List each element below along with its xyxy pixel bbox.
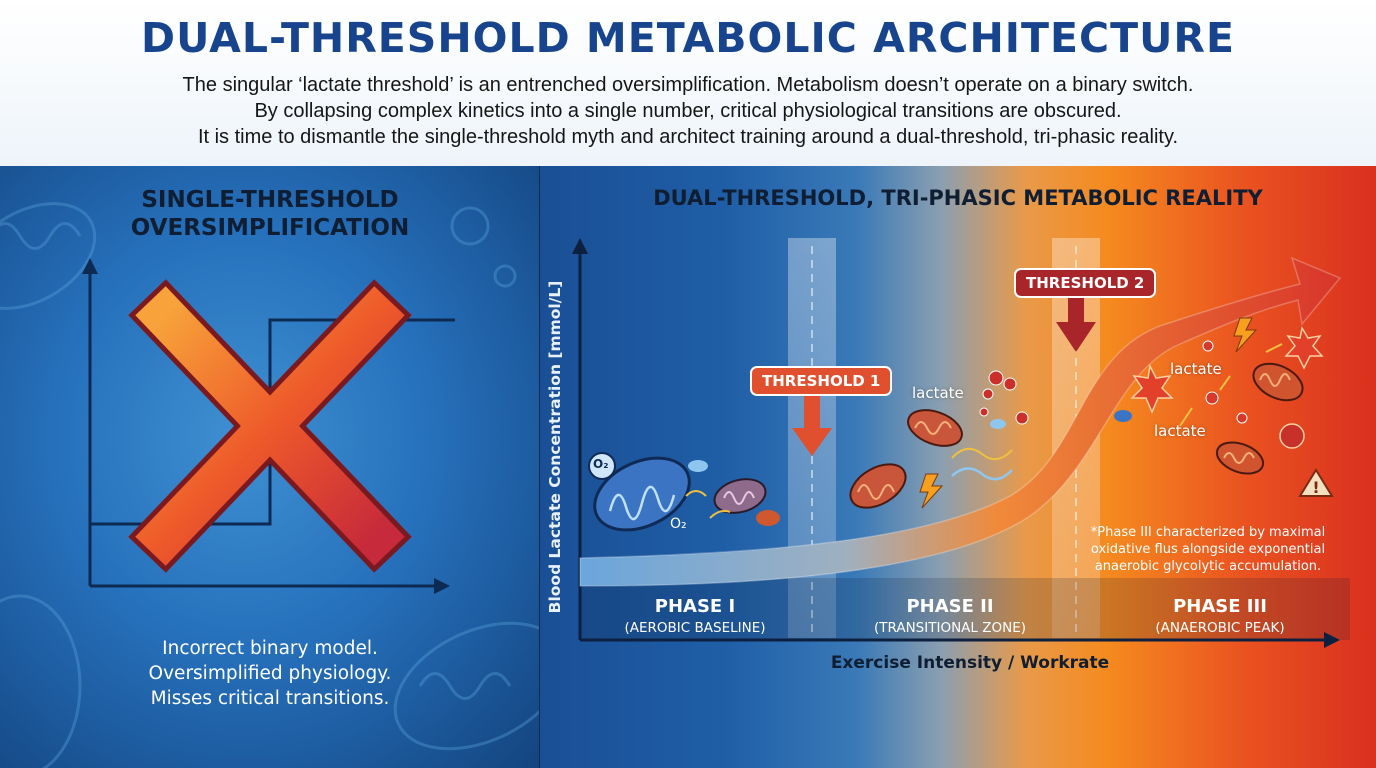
left-x-axis-arrow bbox=[434, 578, 450, 594]
incorrect-x-mark bbox=[128, 279, 412, 573]
right-x-axis-arrow bbox=[1324, 632, 1340, 648]
mitochondrion-icon bbox=[593, 456, 691, 532]
x-axis-label: Exercise Intensity / Workrate bbox=[830, 653, 1110, 673]
left-y-axis-arrow bbox=[82, 258, 98, 274]
lactate-label-3: lactate bbox=[1154, 422, 1206, 440]
cell-blob-icon bbox=[756, 510, 780, 526]
cell-blob-icon bbox=[688, 460, 708, 472]
threshold-1-arrow bbox=[792, 396, 832, 456]
phase-1-name: PHASE I bbox=[654, 596, 736, 617]
mitochondrion-icon bbox=[1252, 362, 1304, 402]
flux-arrows bbox=[685, 343, 1283, 519]
phase-band bbox=[580, 578, 1350, 640]
dual-threshold-panel: DUAL-THRESHOLD, TRI-PHASIC METABOLIC REA… bbox=[540, 166, 1376, 768]
mitochondrion-icon bbox=[1215, 441, 1265, 475]
caption-line-3: Misses critical transitions. bbox=[150, 688, 390, 709]
left-panel-caption: Incorrect binary model. Oversimplified p… bbox=[70, 636, 470, 711]
phase-3-desc: (ANAEROBIC PEAK) bbox=[1155, 620, 1285, 636]
header-banner: DUAL-THRESHOLD METABOLIC ARCHITECTURE Th… bbox=[0, 0, 1376, 166]
right-y-axis-arrow bbox=[572, 238, 588, 254]
o2-label-2: O₂ bbox=[670, 516, 687, 532]
binary-step-graph bbox=[82, 258, 455, 594]
phase-2-desc: (TRANSITIONAL ZONE) bbox=[873, 620, 1026, 636]
flux-arrows bbox=[951, 467, 1013, 481]
caption-line-1: Incorrect binary model. bbox=[162, 638, 378, 659]
phase-3-name: PHASE III bbox=[1173, 596, 1267, 617]
cell-blob-icon bbox=[1114, 410, 1132, 422]
o2-label-1: O₂ bbox=[593, 457, 609, 471]
molecule-cluster-icon bbox=[979, 370, 1029, 425]
left-heading-line-1: SINGLE-THRESHOLD bbox=[141, 187, 399, 213]
burst-icon bbox=[1130, 325, 1324, 449]
right-panel-heading: DUAL-THRESHOLD, TRI-PHASIC METABOLIC REA… bbox=[653, 186, 1263, 210]
warning-icon: ! bbox=[1298, 468, 1334, 497]
lactate-label-2: lactate bbox=[1170, 360, 1222, 378]
svg-text:!: ! bbox=[1312, 478, 1319, 497]
footnote-line-2: oxidative flus alongside exponential bbox=[1090, 542, 1326, 557]
footnote-line-3: anaerobic glycolytic accumulation. bbox=[1094, 559, 1322, 574]
subtitle-line-1: The singular ‘lactate threshold’ is an e… bbox=[182, 74, 1194, 96]
y-axis-label: Blood Lactate Concentration [mmol/L] bbox=[546, 280, 564, 614]
lactate-label-1: lactate bbox=[912, 384, 964, 402]
subtitle-line-2: By collapsing complex kinetics into a si… bbox=[254, 100, 1122, 122]
phase-iii-footnote: *Phase III characterized by maximal oxid… bbox=[1088, 524, 1328, 575]
mitochondrion-icon bbox=[849, 463, 907, 509]
threshold-1-label: THRESHOLD 1 bbox=[750, 366, 893, 396]
threshold-2-arrow bbox=[1056, 296, 1096, 352]
footnote-line-1: *Phase III characterized by maximal bbox=[1090, 525, 1326, 540]
molecule-cluster-icon bbox=[1202, 340, 1248, 424]
lightning-icon bbox=[919, 317, 1258, 509]
phase-3-label: PHASE III (ANAEROBIC PEAK) bbox=[1120, 596, 1320, 636]
mitochondrion-icon bbox=[907, 409, 963, 447]
subtitle-line-3: It is time to dismantle the single-thres… bbox=[197, 126, 1179, 148]
left-heading-line-2: OVERSIMPLIFICATION bbox=[130, 215, 410, 241]
left-panel-heading: SINGLE-THRESHOLD OVERSIMPLIFICATION bbox=[70, 186, 470, 242]
cell-blob-icon bbox=[990, 419, 1006, 429]
phase-2-label: PHASE II (TRANSITIONAL ZONE) bbox=[850, 596, 1050, 636]
tri-phasic-graph: ! bbox=[572, 238, 1350, 648]
caption-line-2: Oversimplified physiology. bbox=[148, 663, 392, 684]
phase-1-label: PHASE I (AEROBIC BASELINE) bbox=[600, 596, 790, 636]
mitochondria-background-art bbox=[0, 202, 540, 768]
lactate-curve-arrow bbox=[579, 256, 1342, 587]
threshold-2-label: THRESHOLD 2 bbox=[1014, 268, 1157, 298]
phase-1-desc: (AEROBIC BASELINE) bbox=[624, 620, 766, 636]
page-title: DUAL-THRESHOLD METABOLIC ARCHITECTURE bbox=[141, 14, 1235, 62]
phase-2-name: PHASE II bbox=[906, 596, 994, 617]
oxygen-molecule-icon bbox=[588, 452, 616, 480]
mitochondrion-icon bbox=[713, 478, 767, 514]
single-threshold-panel: SINGLE-THRESHOLD OVERSIMPLIFICATION bbox=[0, 166, 540, 768]
